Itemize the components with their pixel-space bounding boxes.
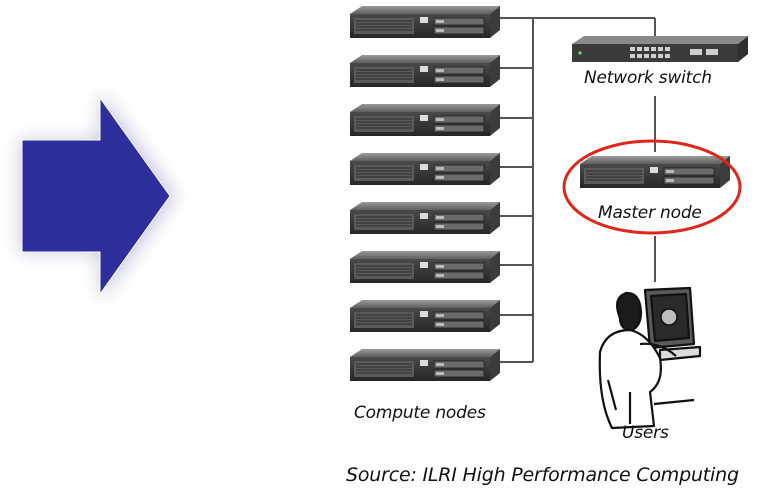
network-switch-icon — [572, 36, 748, 62]
rack-server-icon — [349, 201, 501, 235]
rack-server-icon — [349, 54, 501, 88]
user-at-computer-icon — [598, 286, 702, 430]
users-label: Users — [622, 423, 669, 443]
compute-nodes-label: Compute nodes — [354, 403, 486, 423]
right-arrow-icon — [20, 92, 176, 300]
rack-server-icon — [349, 103, 501, 137]
rack-server-icon — [349, 250, 501, 284]
master-node-label: Master node — [598, 203, 702, 223]
compute-node-stack — [349, 5, 501, 382]
rack-server-icon — [349, 152, 501, 186]
master-node-highlight — [562, 139, 742, 235]
rack-server-icon — [349, 299, 501, 333]
master-node-server-icon — [579, 155, 731, 189]
network-switch-label: Network switch — [584, 68, 712, 88]
source-caption: Source: ILRI High Performance Computing — [346, 464, 739, 486]
rack-server-icon — [349, 348, 501, 382]
rack-server-icon — [349, 5, 501, 39]
connector-lines — [500, 17, 656, 363]
